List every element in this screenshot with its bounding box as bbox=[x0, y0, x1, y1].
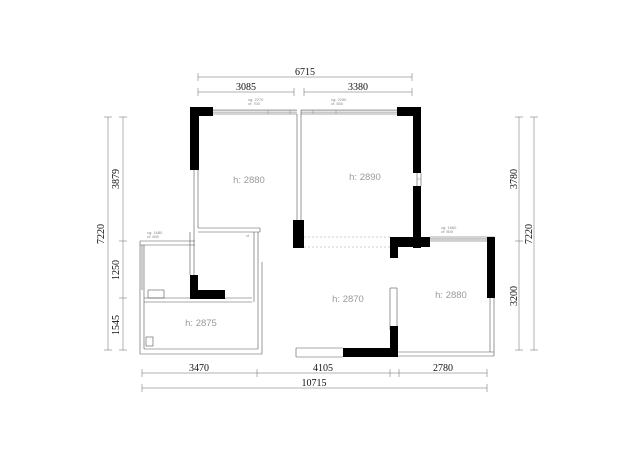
height-room-right: h: 2880 bbox=[435, 290, 467, 301]
height-room-top-left: h: 2880 bbox=[233, 175, 265, 186]
height-room-bottom-left: h: 2875 bbox=[185, 318, 217, 329]
note-top-left-w: cg: 2270 bbox=[248, 97, 264, 102]
windows bbox=[141, 110, 488, 290]
note-top-right-w: cg: 2250 bbox=[331, 97, 347, 102]
dim-bottom-right: 2780 bbox=[433, 363, 453, 374]
dim-bottom-left: 3470 bbox=[189, 363, 209, 374]
dim-left-bottom: 1545 bbox=[111, 315, 122, 335]
note-small: ct bbox=[246, 233, 250, 238]
solid-walls bbox=[190, 107, 495, 357]
note-right-h: ct: 805 bbox=[441, 229, 454, 234]
note-right-w: cg: 1660 bbox=[441, 225, 457, 230]
dimension-lines bbox=[104, 73, 538, 392]
note-left-h: ct: 650 bbox=[147, 234, 160, 239]
dim-bottom-mid: 4105 bbox=[313, 363, 333, 374]
dim-right-bottom: 3200 bbox=[509, 286, 520, 306]
dim-top-total: 6715 bbox=[295, 67, 315, 78]
dimension-labels: 6715 3085 3380 3470 4105 2780 10715 7220… bbox=[96, 67, 535, 389]
window-notes: cg: 2270 ct: 700 cg: 2250 ct: 550 cg: 16… bbox=[147, 97, 457, 239]
dim-left-top: 3879 bbox=[111, 169, 122, 189]
wall-outlines bbox=[139, 109, 495, 358]
height-room-center: h: 2870 bbox=[332, 294, 364, 305]
height-room-top-right: h: 2890 bbox=[349, 172, 381, 183]
dim-right-top: 3780 bbox=[509, 169, 520, 189]
note-top-right-h: ct: 550 bbox=[331, 101, 344, 106]
dim-left-mid: 1250 bbox=[111, 260, 122, 280]
note-left-w: cg: 1680 bbox=[147, 230, 163, 235]
dim-left-total: 7220 bbox=[96, 224, 107, 244]
room-height-labels: h: 2880 h: 2890 h: 2870 h: 2880 h: 2875 bbox=[185, 172, 467, 329]
dim-bottom-total: 10715 bbox=[302, 378, 327, 389]
openings bbox=[304, 236, 390, 248]
dim-right-total: 7220 bbox=[524, 224, 535, 244]
note-top-left-h: ct: 700 bbox=[248, 101, 261, 106]
dim-top-left: 3085 bbox=[236, 82, 256, 93]
dim-top-right: 3380 bbox=[348, 82, 368, 93]
